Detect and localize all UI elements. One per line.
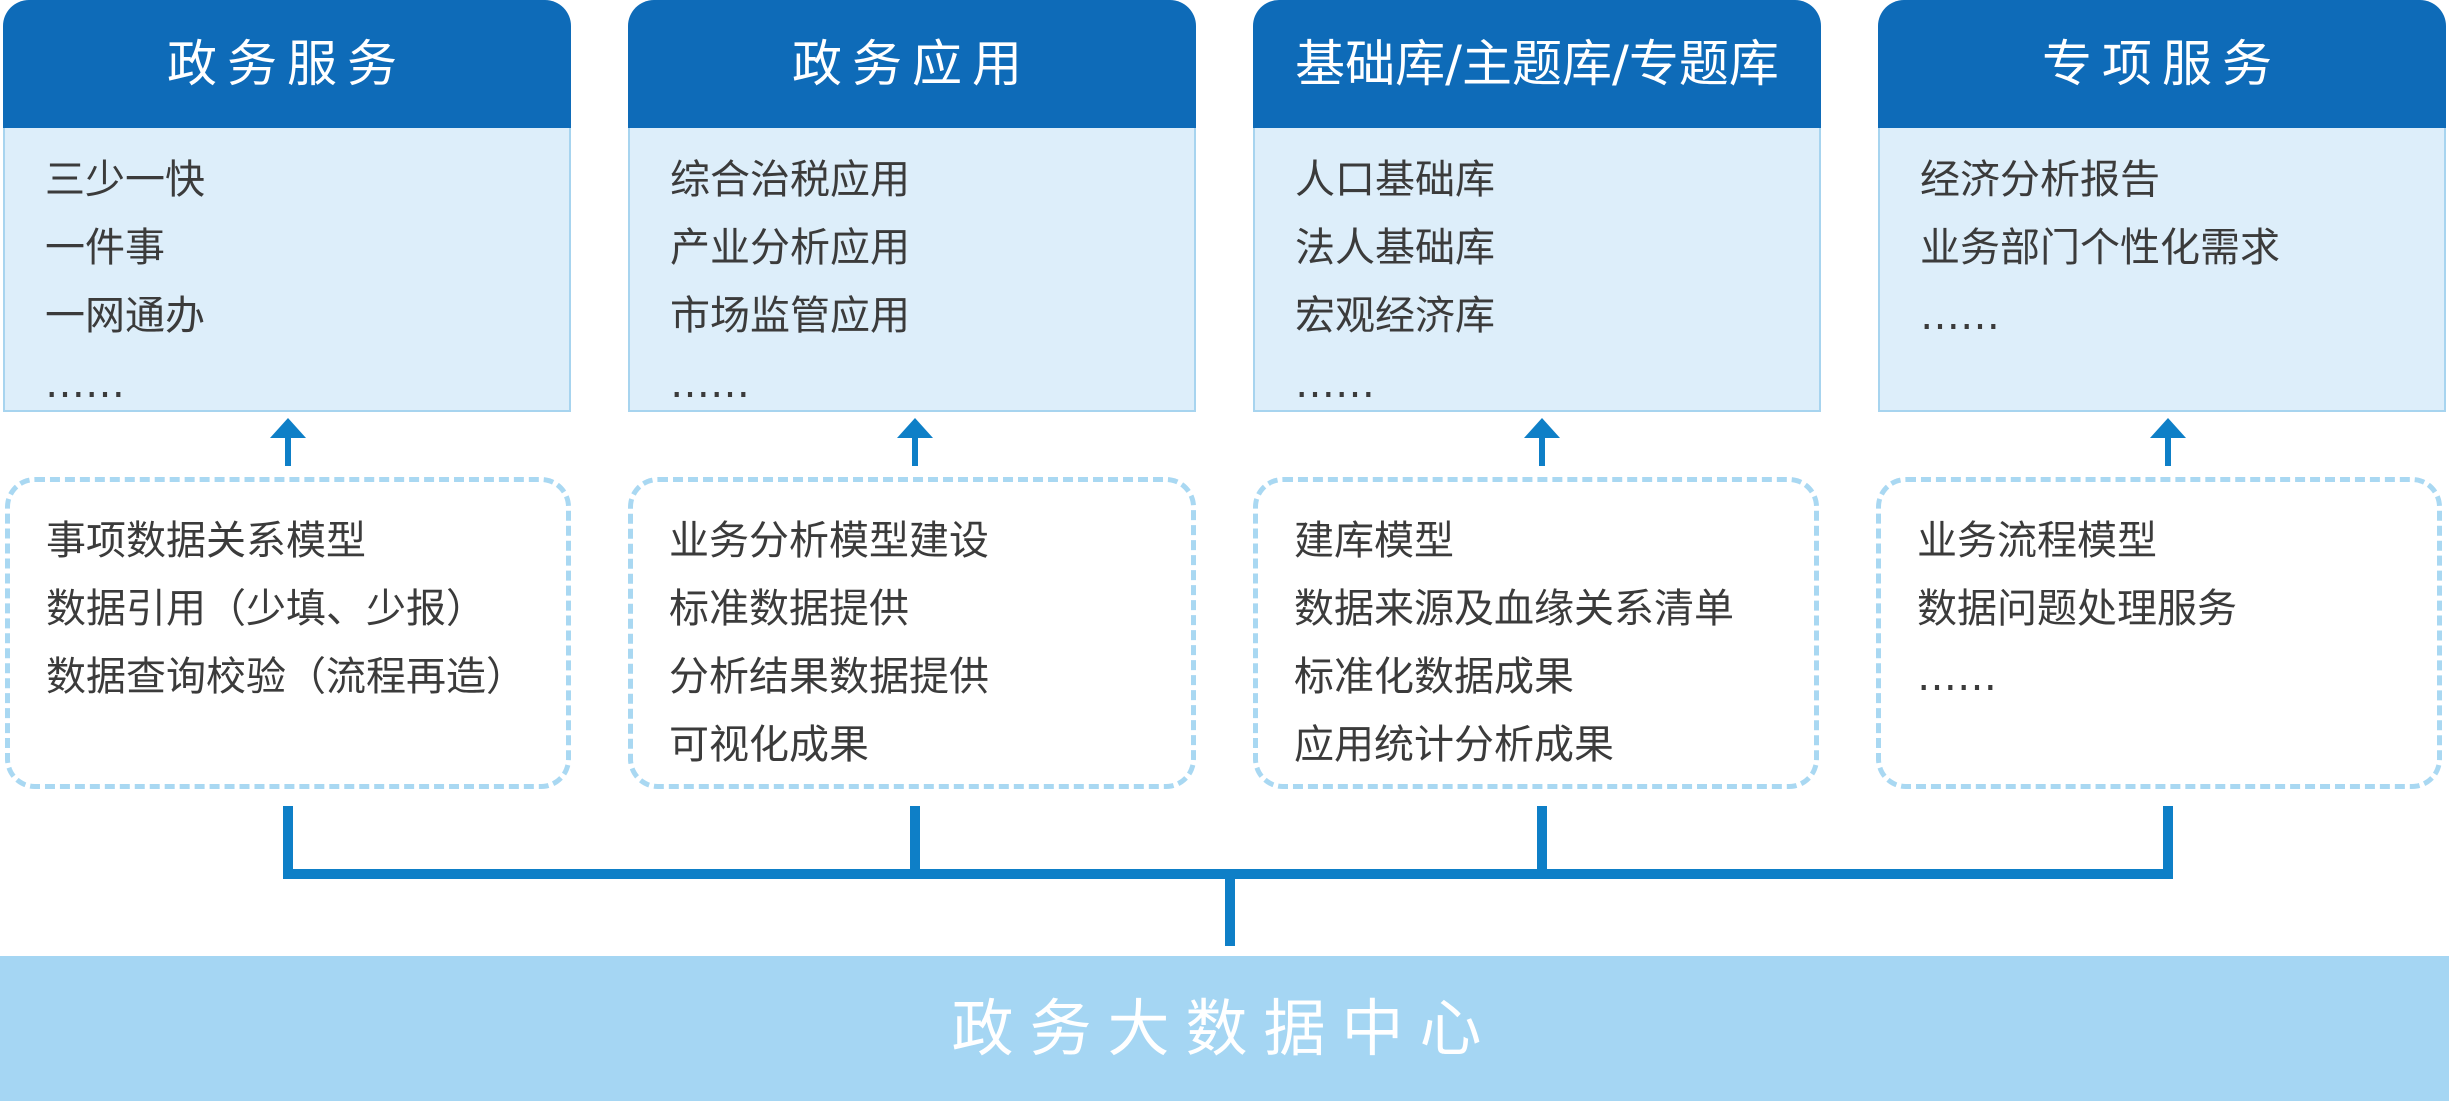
big-data-center-bar: 政务大数据中心: [0, 956, 2449, 1101]
list-item: 数据引用（少填、少报）: [46, 586, 486, 632]
column-2-panel: 综合治税应用 产业分析应用 市场监管应用 ……: [628, 128, 1196, 412]
arrow-up-icon: [897, 418, 933, 466]
arrow-up-icon: [1524, 418, 1560, 466]
arrow-up-icon: [2150, 418, 2186, 466]
column-2-models: 业务分析模型建设 标准数据提供 分析结果数据提供 可视化成果: [628, 477, 1196, 789]
column-3-header: 基础库/主题库/专题库: [1253, 0, 1821, 128]
list-item: ……: [1917, 654, 1997, 700]
list-item: 三少一快: [45, 157, 205, 203]
column-1-models: 事项数据关系模型 数据引用（少填、少报） 数据查询校验（流程再造）: [5, 477, 571, 789]
list-item: 分析结果数据提供: [669, 654, 989, 700]
list-item: 业务部门个性化需求: [1920, 225, 2280, 271]
column-4-models: 业务流程模型 数据问题处理服务 ……: [1876, 477, 2442, 789]
list-item: 数据来源及血缘关系清单: [1294, 586, 1734, 632]
column-3-panel: 人口基础库 法人基础库 宏观经济库 ……: [1253, 128, 1821, 412]
list-item: 业务流程模型: [1917, 518, 2157, 564]
list-item: 事项数据关系模型: [46, 518, 366, 564]
list-item: 产业分析应用: [670, 225, 910, 271]
list-item: 一件事: [45, 225, 165, 271]
list-item: 可视化成果: [669, 722, 869, 768]
list-item: ……: [1920, 293, 2000, 339]
list-item: 建库模型: [1294, 518, 1454, 564]
column-3-models: 建库模型 数据来源及血缘关系清单 标准化数据成果 应用统计分析成果: [1253, 477, 1819, 789]
list-item: 数据问题处理服务: [1917, 586, 2237, 632]
column-1-panel: 三少一快 一件事 一网通办 ……: [3, 128, 571, 412]
list-item: ……: [1295, 361, 1375, 407]
list-item: 标准化数据成果: [1294, 654, 1574, 700]
list-item: 业务分析模型建设: [669, 518, 989, 564]
column-2-header: 政务应用: [628, 0, 1196, 128]
list-item: 宏观经济库: [1295, 293, 1495, 339]
list-item: 人口基础库: [1295, 157, 1495, 203]
column-1-header: 政务服务: [3, 0, 571, 128]
list-item: ……: [670, 361, 750, 407]
list-item: 经济分析报告: [1920, 157, 2160, 203]
list-item: 市场监管应用: [670, 293, 910, 339]
list-item: ……: [45, 361, 125, 407]
list-item: 标准数据提供: [669, 586, 909, 632]
list-item: 一网通办: [45, 293, 205, 339]
list-item: 数据查询校验（流程再造）: [46, 654, 526, 700]
column-4-panel: 经济分析报告 业务部门个性化需求 ……: [1878, 128, 2446, 412]
list-item: 综合治税应用: [670, 157, 910, 203]
list-item: 应用统计分析成果: [1294, 722, 1614, 768]
column-4-header: 专项服务: [1878, 0, 2446, 128]
arrow-up-icon: [270, 418, 306, 466]
list-item: 法人基础库: [1295, 225, 1495, 271]
